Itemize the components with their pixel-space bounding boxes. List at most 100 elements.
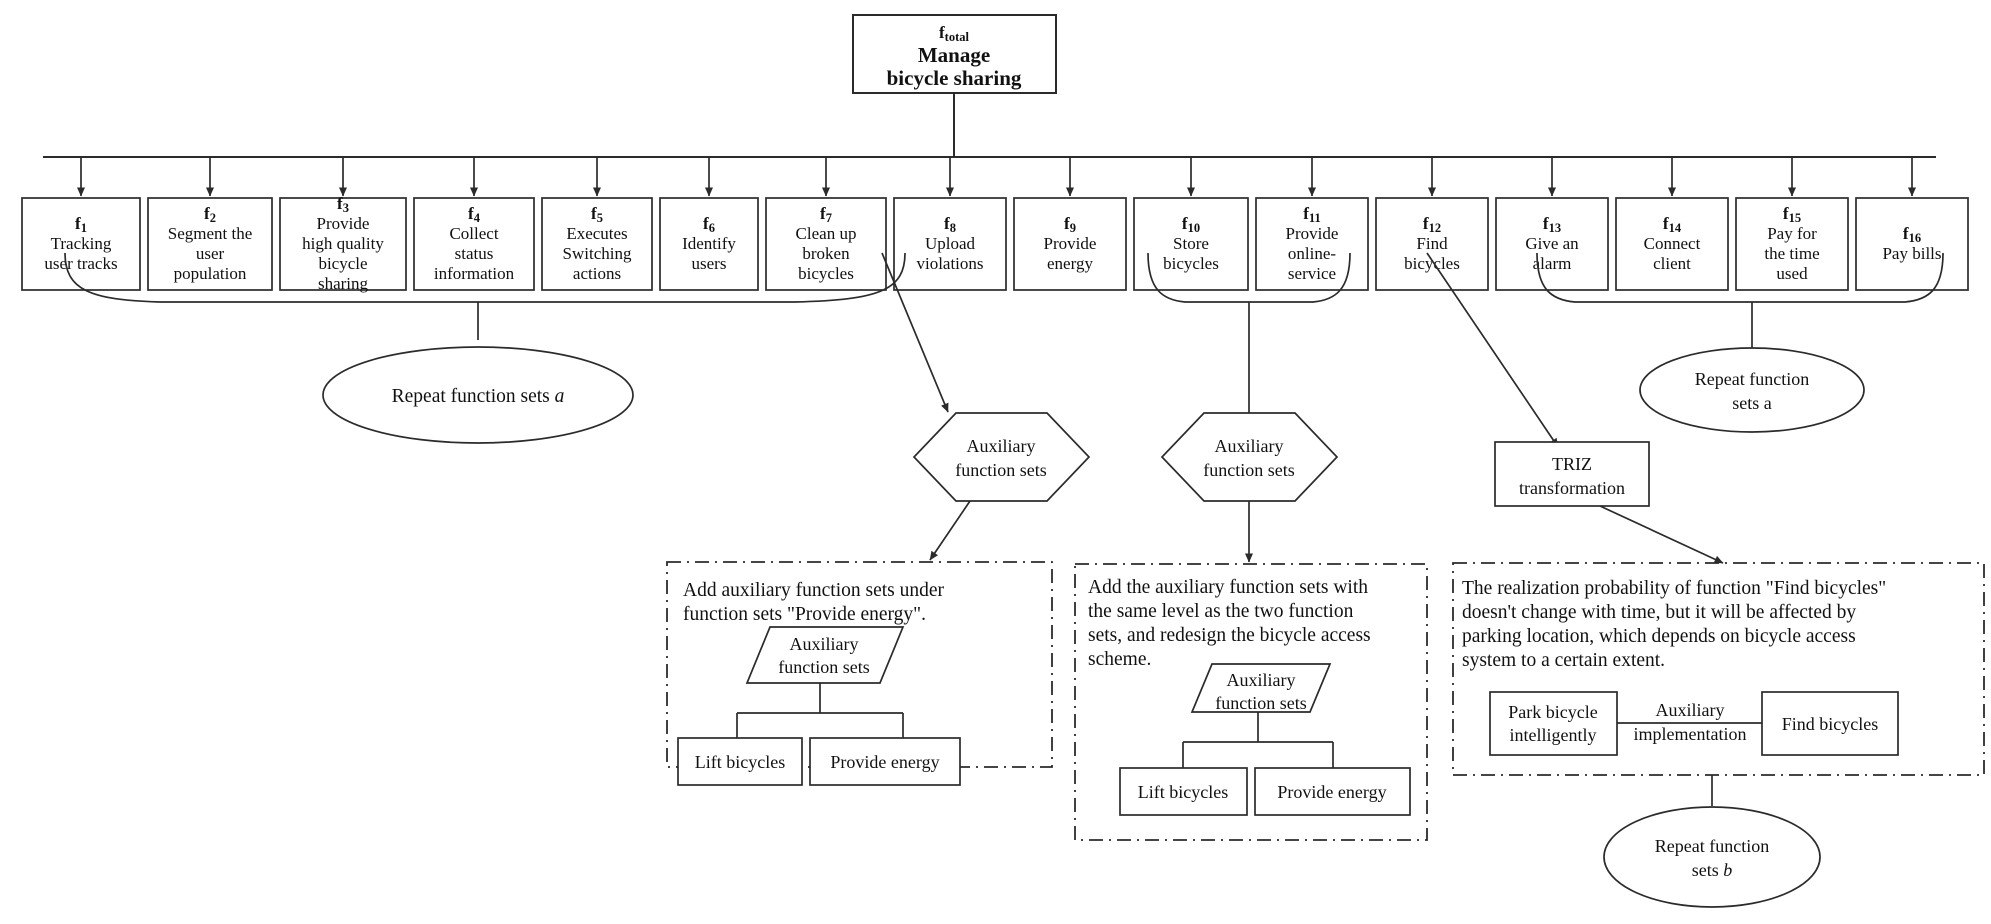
function-id-label: f10 (1182, 214, 1200, 235)
panel2-connectors (1182, 712, 1334, 768)
function-text-line-0: Provide (1044, 234, 1097, 253)
arrow-hex1-to-panel1 (929, 500, 971, 561)
function-id-label: f3 (337, 194, 349, 215)
function-text-line-0: Upload (925, 234, 976, 253)
repeat-a-right-line2: sets a (1732, 393, 1772, 413)
panel-find-bicycles-probability[interactable]: The realization probability of function … (1452, 562, 1985, 776)
function-text-line-1: status (455, 244, 494, 263)
brace-f10-f11 (1147, 252, 1351, 413)
panel3-text-line-1: doesn't change with time, but it will be… (1462, 602, 1856, 623)
repeat-function-sets-b[interactable]: Repeat function sets b (1603, 806, 1821, 908)
panel1-text-line-0: Add auxiliary function sets under (683, 580, 945, 601)
panel2-child-1: Provide energy (1254, 767, 1411, 816)
panel2-child-0: Lift bicycles (1119, 767, 1248, 816)
function-text-line-0: Store (1173, 234, 1209, 253)
function-box-rect (1495, 197, 1609, 291)
panel-add-auxiliary-under-provide-energy[interactable]: Add auxiliary function sets under functi… (666, 561, 1053, 786)
panel1-child-label-1: Provide energy (830, 752, 939, 772)
repeat-b-line1: Repeat function (1655, 836, 1769, 856)
function-id-label: f9 (1064, 214, 1076, 235)
arrow-f12-to-triz (1426, 252, 1559, 448)
function-box-rect (1255, 197, 1369, 291)
root-line1: Manage (918, 43, 990, 67)
brace-f1-f8 (64, 252, 906, 340)
repeat-a-right-line1: Repeat function (1695, 369, 1809, 389)
function-text-line-2: information (434, 264, 515, 283)
function-text-line-1: online- (1288, 244, 1336, 263)
panel2-parallelogram: Auxiliary function sets (1190, 663, 1332, 713)
panel1-child-label-0: Lift bicycles (695, 752, 785, 772)
hexagon-auxiliary-function-sets-1[interactable]: Auxiliary function sets (912, 412, 1091, 502)
panel2-text-line-2: sets, and redesign the bicycle access (1088, 625, 1371, 646)
function-text-line-3: sharing (318, 274, 369, 293)
function-text-line-2: actions (573, 264, 621, 283)
function-text-line-1: client (1653, 254, 1691, 273)
function-text-line-1: broken (802, 244, 850, 263)
hex1-line1: Auxiliary (967, 436, 1036, 456)
panel3-relation-mid-label: Auxiliary implementation (1634, 700, 1747, 744)
function-box-rect (1615, 197, 1729, 291)
brace-f13-f16 (1536, 252, 1944, 348)
panel3-text-line-0: The realization probability of function … (1462, 578, 1886, 599)
panel3-rel-mid-line1: Auxiliary (1656, 700, 1725, 720)
panel1-child-0: Lift bicycles (677, 737, 803, 786)
function-text-line-0: Clean up (796, 224, 857, 243)
function-box-rect (1855, 197, 1969, 291)
hex2-line2: function sets (1203, 460, 1295, 480)
function-box-rect (1133, 197, 1249, 291)
function-id-label: f4 (468, 204, 481, 225)
function-text-line-2: bicycles (798, 264, 854, 283)
repeat-function-sets-a-right[interactable]: Repeat function sets a (1639, 347, 1865, 433)
function-id-label: f6 (703, 214, 715, 235)
function-text-line-1: violations (916, 254, 983, 273)
panel2-text-line-0: Add the auxiliary function sets with (1088, 577, 1368, 598)
root-node[interactable]: ftotal Manage bicycle sharing (852, 14, 1057, 94)
repeat-a-left-italic: a (555, 386, 565, 407)
function-box-rect (659, 197, 759, 291)
function-text-line-1: bicycles (1404, 254, 1460, 273)
function-text-line-0: Pay for (1767, 224, 1817, 243)
triz-line2: transformation (1519, 478, 1625, 498)
function-box-rect (541, 197, 653, 291)
function-id-label: f13 (1543, 214, 1561, 235)
function-text-line-0: Collect (449, 224, 498, 243)
function-id-label: f5 (591, 204, 603, 225)
panel3-rel-mid-line2: implementation (1634, 724, 1747, 744)
hexagon-auxiliary-function-sets-2[interactable]: Auxiliary function sets (1160, 412, 1339, 502)
function-id-label: f15 (1783, 204, 1801, 225)
root-id-sub: total (945, 30, 970, 44)
function-box-rect (413, 197, 535, 291)
panel-add-auxiliary-same-level[interactable]: Add the auxiliary function sets with the… (1074, 563, 1428, 841)
function-text-line-2: used (1776, 264, 1808, 283)
triz-line1: TRIZ (1552, 454, 1592, 474)
panel3-relation-left: Park bicycle intelligently (1489, 691, 1618, 756)
repeat-function-sets-a-left[interactable]: Repeat function sets a (322, 346, 634, 444)
panel1-parallelogram: Auxiliary function sets (745, 626, 905, 684)
function-id-label: f11 (1303, 204, 1320, 225)
panel3-text-line-3: system to a certain extent. (1462, 650, 1665, 671)
panel3-rel-left-line1: Park bicycle (1508, 702, 1597, 722)
panel3-rel-left-line2: intelligently (1510, 725, 1597, 745)
function-box-rect (21, 197, 141, 291)
triz-transformation-node[interactable]: TRIZ transformation (1494, 441, 1650, 507)
svg-text:ftotal: ftotal (939, 23, 969, 44)
